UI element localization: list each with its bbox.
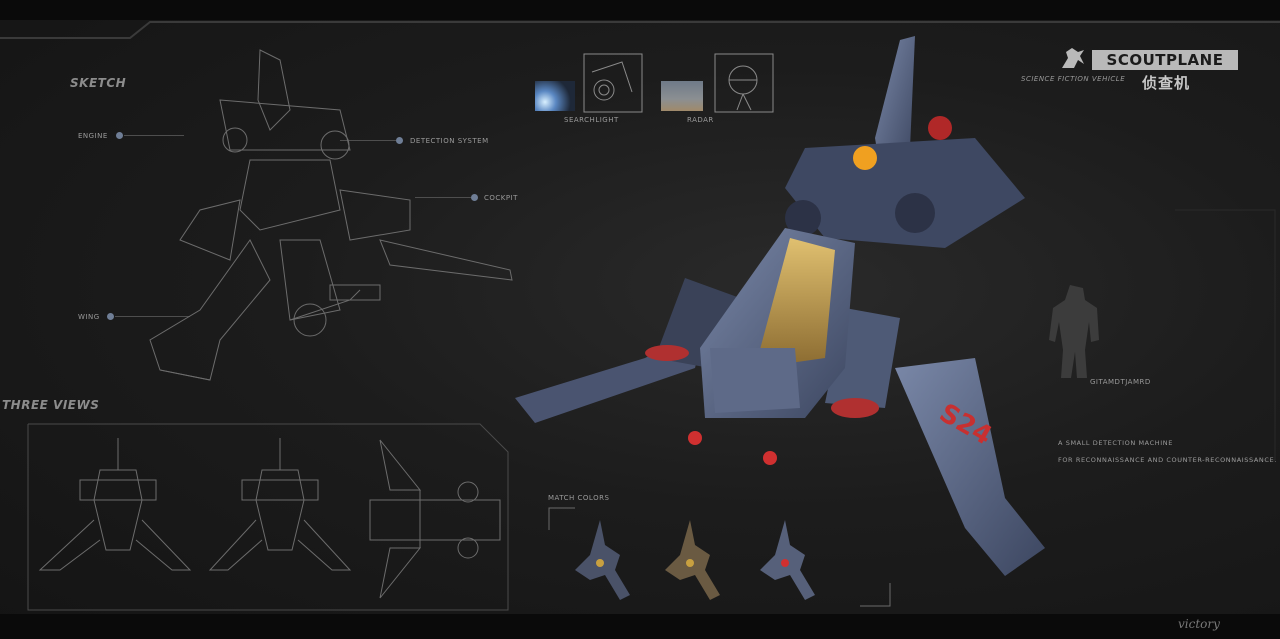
scale-figure-label: GITAMDTJAMRD — [1090, 378, 1151, 386]
soldier-logo-icon — [1062, 48, 1084, 68]
wing-leader-line — [115, 316, 190, 317]
bottom-letterbox-bar — [0, 614, 1280, 639]
scoutplane-render: S24 — [515, 36, 1045, 576]
cockpit-leader-line — [415, 197, 471, 198]
top-letterbox-bar — [0, 0, 1280, 20]
radar-sketch — [714, 53, 774, 113]
engine-leader-line — [124, 135, 184, 136]
page-title-chinese: 侦查机 — [1142, 74, 1191, 92]
radar-photo — [661, 81, 703, 111]
vehicle-line-sketch — [149, 49, 513, 381]
artist-signature: victory — [1178, 617, 1220, 631]
three-views-heading: THREE VIEWS — [2, 398, 100, 412]
searchlight-label: SEARCHLIGHT — [564, 116, 619, 124]
cockpit-label: COCKPIT — [484, 194, 518, 202]
detection-leader-line — [340, 140, 396, 141]
page-title: SCOUTPLANE — [1092, 50, 1238, 70]
engine-callout-dot — [116, 132, 123, 139]
color-variant-blue — [575, 520, 630, 600]
human-scale-silhouette — [1049, 285, 1099, 378]
searchlight-sketch — [583, 53, 643, 113]
color-variant-slate — [760, 520, 815, 600]
sketch-heading: SKETCH — [70, 76, 127, 90]
page-subtitle: SCIENCE FICTION VEHICLE — [1021, 75, 1126, 83]
detection-callout-dot — [396, 137, 403, 144]
three-views-drawings — [38, 438, 501, 599]
wing-callout-dot — [107, 313, 114, 320]
detection-system-label: DETECTION SYSTEM — [410, 137, 489, 145]
color-variant-tan — [665, 520, 720, 600]
match-colors-label: MATCH COLORS — [548, 494, 610, 502]
searchlight-photo — [535, 81, 575, 111]
radar-label: RADAR — [687, 116, 714, 124]
description-line-1: A SMALL DETECTION MACHINE — [1058, 439, 1173, 447]
engine-label: ENGINE — [78, 132, 108, 140]
wing-label: WING — [78, 313, 100, 321]
cockpit-callout-dot — [471, 194, 478, 201]
description-line-2: FOR RECONNAISSANCE AND COUNTER-RECONNAIS… — [1058, 456, 1277, 464]
